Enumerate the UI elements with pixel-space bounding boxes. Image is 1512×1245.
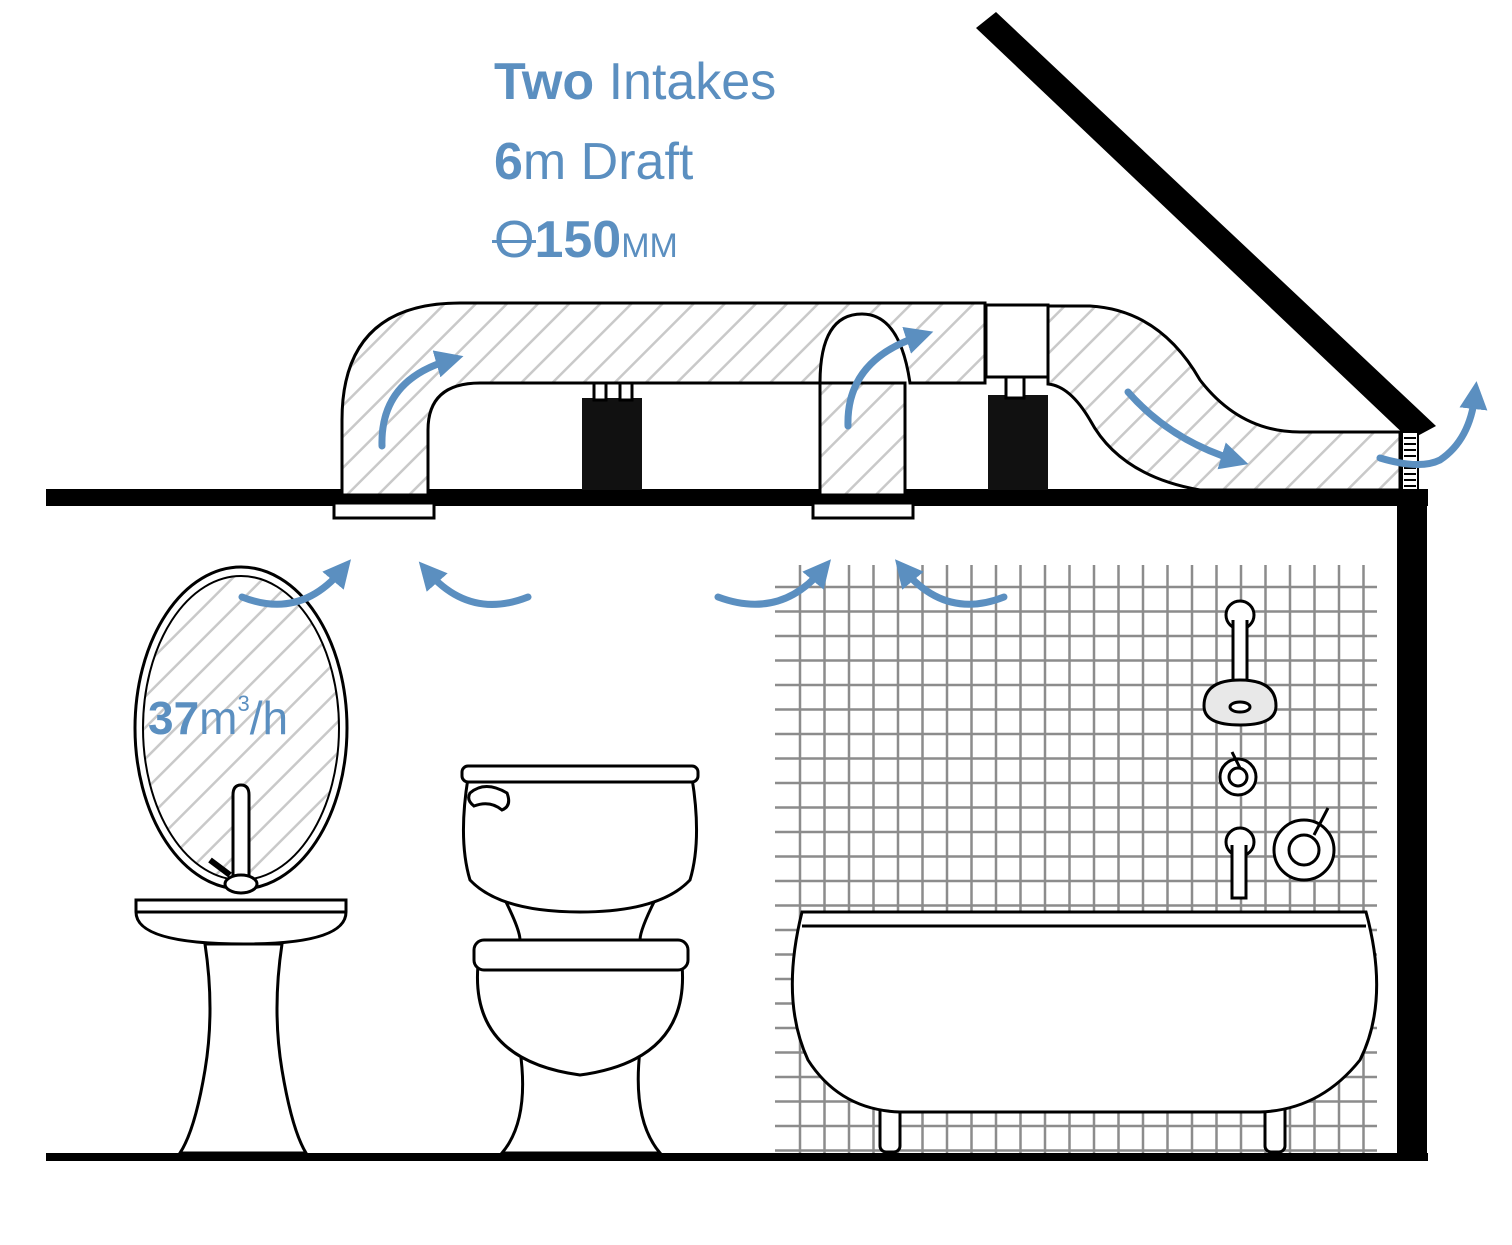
intake-arrow-3 [714,559,832,608]
bathtub [790,910,1379,1154]
spec-draft-length: 6 [494,133,523,191]
spec-draft-label: m Draft [522,133,694,191]
airflow-rate-value: 37 [148,692,200,744]
ceiling-diffusers [332,501,915,520]
airflow-rate-label: 37m3/h [148,692,289,744]
diameter-symbol: O [491,211,537,269]
shower-fixtures [1202,599,1336,900]
intake-arrow-4 [894,559,1008,608]
spec-diameter-value: 150 [534,211,622,269]
exhaust-arrow [1376,381,1488,468]
airflow-rate-per: /h [249,692,289,744]
duct-arrow-2 [844,327,934,430]
duct-arrow-1 [378,350,464,450]
spec-draft: 6m Draft [494,136,693,188]
duct-arrow-3 [1124,388,1249,470]
spec-intakes-count: Two [494,53,595,111]
intake-arrow-1 [238,559,352,608]
roof [976,12,1436,440]
toilet [460,764,700,1155]
spec-intakes: Two Intakes [494,56,776,108]
spec-diameter: O150MM [491,211,678,269]
spec-intakes-label: Intakes [594,53,777,111]
spec-diameter-unit: MM [621,227,678,265]
airflow-arrows [238,327,1488,608]
airflow-rate-unit: m [199,692,238,744]
intake-arrow-2 [418,561,532,608]
duct-system [340,301,1402,497]
airflow-rate-power: 3 [237,691,250,716]
pedestal-sink [134,783,348,1155]
